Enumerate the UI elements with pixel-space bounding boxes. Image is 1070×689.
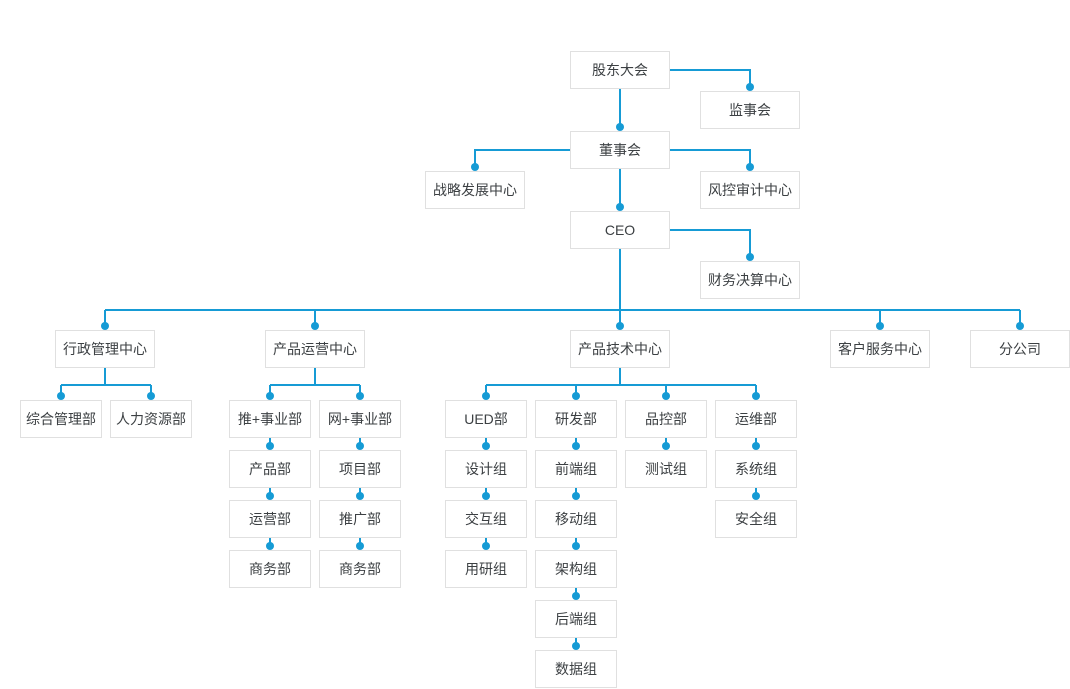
node-system-group[interactable]: 系统组: [715, 450, 797, 488]
node-om-dept[interactable]: 运维部: [715, 400, 797, 438]
node-product-dept[interactable]: 产品部: [229, 450, 311, 488]
node-design-group[interactable]: 设计组: [445, 450, 527, 488]
node-tui-division[interactable]: 推+事业部: [229, 400, 311, 438]
node-branch-company[interactable]: 分公司: [970, 330, 1070, 368]
node-mobile-group[interactable]: 移动组: [535, 500, 617, 538]
node-user-research-group[interactable]: 用研组: [445, 550, 527, 588]
node-product-tech-center[interactable]: 产品技术中心: [570, 330, 670, 368]
connector-main-row: [104, 309, 1021, 326]
node-business-dept-2[interactable]: 商务部: [319, 550, 401, 588]
node-hr-dept[interactable]: 人力资源部: [110, 400, 192, 438]
node-architecture-group[interactable]: 架构组: [535, 550, 617, 588]
node-frontend-group[interactable]: 前端组: [535, 450, 617, 488]
node-project-dept[interactable]: 项目部: [319, 450, 401, 488]
node-security-group[interactable]: 安全组: [715, 500, 797, 538]
node-rnd-dept[interactable]: 研发部: [535, 400, 617, 438]
node-testing-group[interactable]: 测试组: [625, 450, 707, 488]
node-interaction-group[interactable]: 交互组: [445, 500, 527, 538]
node-wang-division[interactable]: 网+事业部: [319, 400, 401, 438]
node-ceo[interactable]: CEO: [570, 211, 670, 249]
node-shareholders-meeting[interactable]: 股东大会: [570, 51, 670, 89]
node-general-mgmt-dept[interactable]: 综合管理部: [20, 400, 102, 438]
connector-admin-children: [60, 368, 152, 396]
node-product-ops-center[interactable]: 产品运营中心: [265, 330, 365, 368]
node-admin-center[interactable]: 行政管理中心: [55, 330, 155, 368]
node-supervisory-board[interactable]: 监事会: [700, 91, 800, 129]
node-qc-dept[interactable]: 品控部: [625, 400, 707, 438]
node-operations-dept[interactable]: 运营部: [229, 500, 311, 538]
node-strategy-dev-center[interactable]: 战略发展中心: [425, 171, 525, 209]
node-data-group[interactable]: 数据组: [535, 650, 617, 688]
connector-tech-children: [485, 368, 757, 396]
node-board-of-directors[interactable]: 董事会: [570, 131, 670, 169]
node-backend-group[interactable]: 后端组: [535, 600, 617, 638]
node-business-dept-1[interactable]: 商务部: [229, 550, 311, 588]
connector-ops-children: [269, 368, 361, 396]
node-promotion-dept[interactable]: 推广部: [319, 500, 401, 538]
node-finance-center[interactable]: 财务决算中心: [700, 261, 800, 299]
node-customer-service-center[interactable]: 客户服务中心: [830, 330, 930, 368]
node-risk-audit-center[interactable]: 风控审计中心: [700, 171, 800, 209]
node-ued-dept[interactable]: UED部: [445, 400, 527, 438]
